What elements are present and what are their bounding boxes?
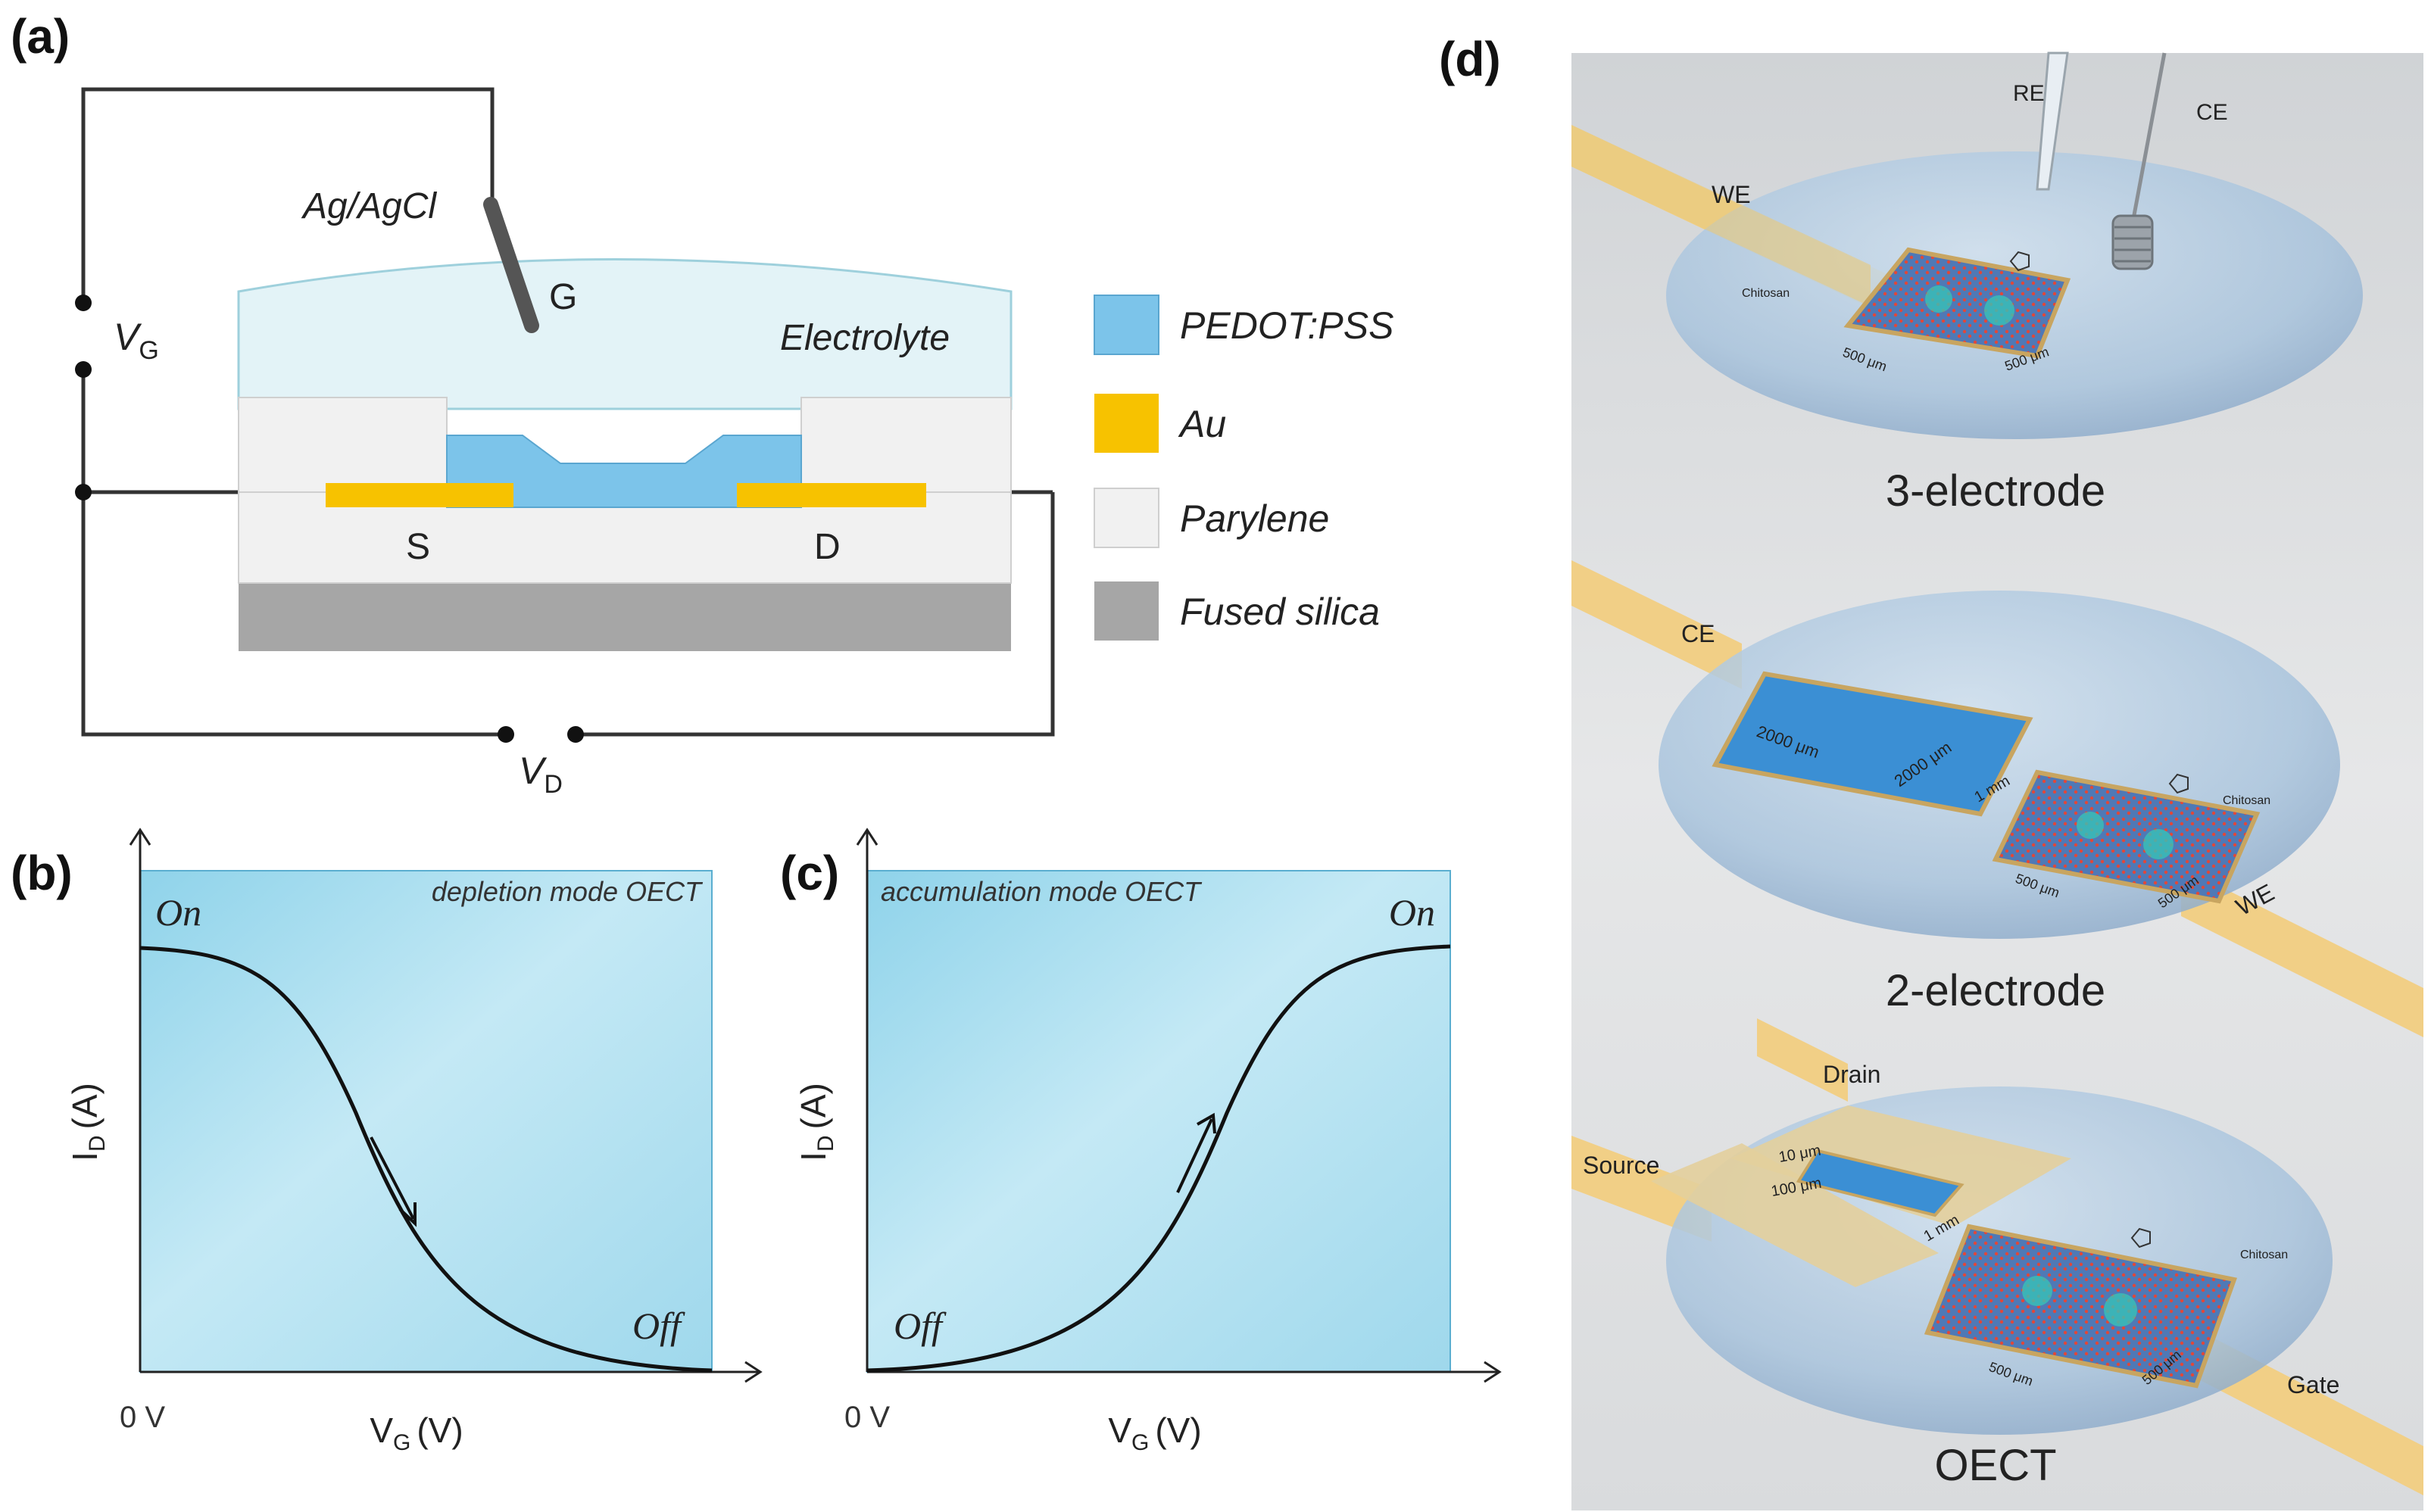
on-label-b: On bbox=[155, 891, 201, 934]
three-electrode-setup: WE RE CE Chitosan 500 μm 500 μm 3-electr… bbox=[1571, 51, 2363, 516]
ce-electrode bbox=[2130, 52, 2167, 228]
on-label-c: On bbox=[1389, 891, 1435, 934]
we-strip-2 bbox=[2181, 867, 2423, 1037]
ce-coil bbox=[2111, 214, 2154, 270]
plot-c-title: accumulation mode OECT bbox=[881, 876, 1203, 907]
caption-3-electrode: 3-electrode bbox=[1886, 466, 2105, 516]
legend-item-parylene: Parylene bbox=[1094, 488, 1329, 548]
panel-a: (a) Ag/AgCl G El bbox=[11, 9, 1393, 799]
panel-c-label: (c) bbox=[780, 846, 839, 900]
parylene-left-block bbox=[238, 397, 448, 493]
vd-label: VD bbox=[519, 750, 563, 799]
trend-arrow-c bbox=[1176, 1118, 1213, 1193]
svg-text:PEDOT:PSS: PEDOT:PSS bbox=[1180, 304, 1393, 347]
svg-text:Fused silica: Fused silica bbox=[1180, 591, 1380, 633]
we-label-3: WE bbox=[1712, 181, 1751, 208]
trend-arrow-b bbox=[370, 1136, 415, 1220]
svg-text:Au: Au bbox=[1178, 403, 1226, 445]
gate-sensing-pad bbox=[1924, 1224, 2237, 1389]
re-label-3: RE bbox=[2013, 81, 2045, 106]
panel-a-label: (a) bbox=[11, 9, 70, 64]
source-label: S bbox=[406, 527, 430, 567]
panel-b: (b) depletion mode OECT On Off 0 V VG(V)… bbox=[11, 828, 763, 1455]
legend-item-fused-silica: Fused silica bbox=[1094, 581, 1380, 641]
chitosan-label-3: Chitosan bbox=[1742, 287, 1790, 300]
plot-b-area bbox=[139, 870, 713, 1373]
drain-label: D bbox=[814, 527, 841, 567]
oect-setup: Drain Source Gate 10 μm 100 μm 1 mm Chit… bbox=[1571, 1018, 2423, 1495]
caption-2-electrode: 2-electrode bbox=[1886, 966, 2105, 1015]
two-electrode-setup: CE WE 2000 μm 2000 μm 1 mm Chitosan 500 … bbox=[1571, 560, 2423, 1037]
pedot-channel bbox=[446, 435, 802, 508]
legend-item-au: Au bbox=[1094, 394, 1226, 453]
off-label-c: Off bbox=[894, 1305, 947, 1347]
plot-c-area bbox=[866, 870, 1451, 1373]
drain-electrode bbox=[737, 483, 926, 507]
circuit-wires bbox=[81, 87, 1055, 737]
legend-item-pedot: PEDOT:PSS bbox=[1094, 295, 1393, 355]
vg-label: VG bbox=[114, 316, 159, 365]
plot-b-title: depletion mode OECT bbox=[432, 876, 704, 907]
ag-agcl-electrode bbox=[483, 197, 539, 333]
gate-label: G bbox=[549, 277, 577, 317]
drain-pad bbox=[1730, 1105, 2071, 1227]
source-electrode bbox=[326, 483, 513, 507]
legend: PEDOT:PSS Au Parylene Fused silica bbox=[1094, 295, 1393, 641]
transfer-curve-b bbox=[139, 946, 713, 1373]
x-label-c: VG(V) bbox=[1108, 1411, 1201, 1455]
ce-strip-2 bbox=[1571, 560, 1742, 689]
electrode-label: Ag/AgCl bbox=[301, 186, 437, 226]
re-electrode bbox=[2036, 51, 2069, 191]
ce-label-3: CE bbox=[2196, 100, 2228, 125]
panel-c: (c) accumulation mode OECT On Off 0 V VG… bbox=[780, 828, 1502, 1455]
electrolyte-region bbox=[237, 258, 1013, 410]
x-label-b: VG(V) bbox=[370, 1411, 463, 1455]
source-pad bbox=[1651, 1143, 1939, 1287]
fused-silica-layer bbox=[239, 583, 1011, 651]
panel-d: (d) WE RE CE Chitosan bbox=[1439, 32, 2423, 1510]
parylene-right-block bbox=[800, 397, 1012, 493]
panel-d-label: (d) bbox=[1439, 32, 1501, 86]
drain-label: Drain bbox=[1823, 1061, 1880, 1088]
svg-text:Parylene: Parylene bbox=[1180, 497, 1329, 540]
gate-label-d: Gate bbox=[2287, 1371, 2339, 1398]
panel-b-label: (b) bbox=[11, 846, 73, 900]
terminal-dots bbox=[75, 295, 584, 743]
origin-label-b: 0 V bbox=[120, 1401, 165, 1434]
chitosan-label-2: Chitosan bbox=[2223, 794, 2270, 807]
source-strip bbox=[1571, 1136, 1712, 1242]
electrolyte-label: Electrolyte bbox=[780, 318, 950, 358]
chitosan-label-oect: Chitosan bbox=[2240, 1249, 2288, 1261]
ce-square-pad-2 bbox=[1712, 671, 2033, 817]
y-label-c: ID(A) bbox=[794, 1083, 838, 1161]
drain-strip bbox=[1757, 1018, 1848, 1102]
oect-channel bbox=[1796, 1149, 1964, 1217]
origin-label-c: 0 V bbox=[844, 1401, 890, 1434]
y-label-b: ID(A) bbox=[65, 1083, 110, 1161]
sensing-pad-3 bbox=[1843, 247, 2071, 359]
transfer-curve-c bbox=[866, 944, 1451, 1373]
sensing-pad-2 bbox=[1992, 769, 2261, 904]
ce-label-2: CE bbox=[1681, 620, 1715, 647]
source-label: Source bbox=[1583, 1152, 1659, 1179]
off-label-b: Off bbox=[632, 1305, 685, 1347]
caption-oect: OECT bbox=[1934, 1441, 2056, 1490]
